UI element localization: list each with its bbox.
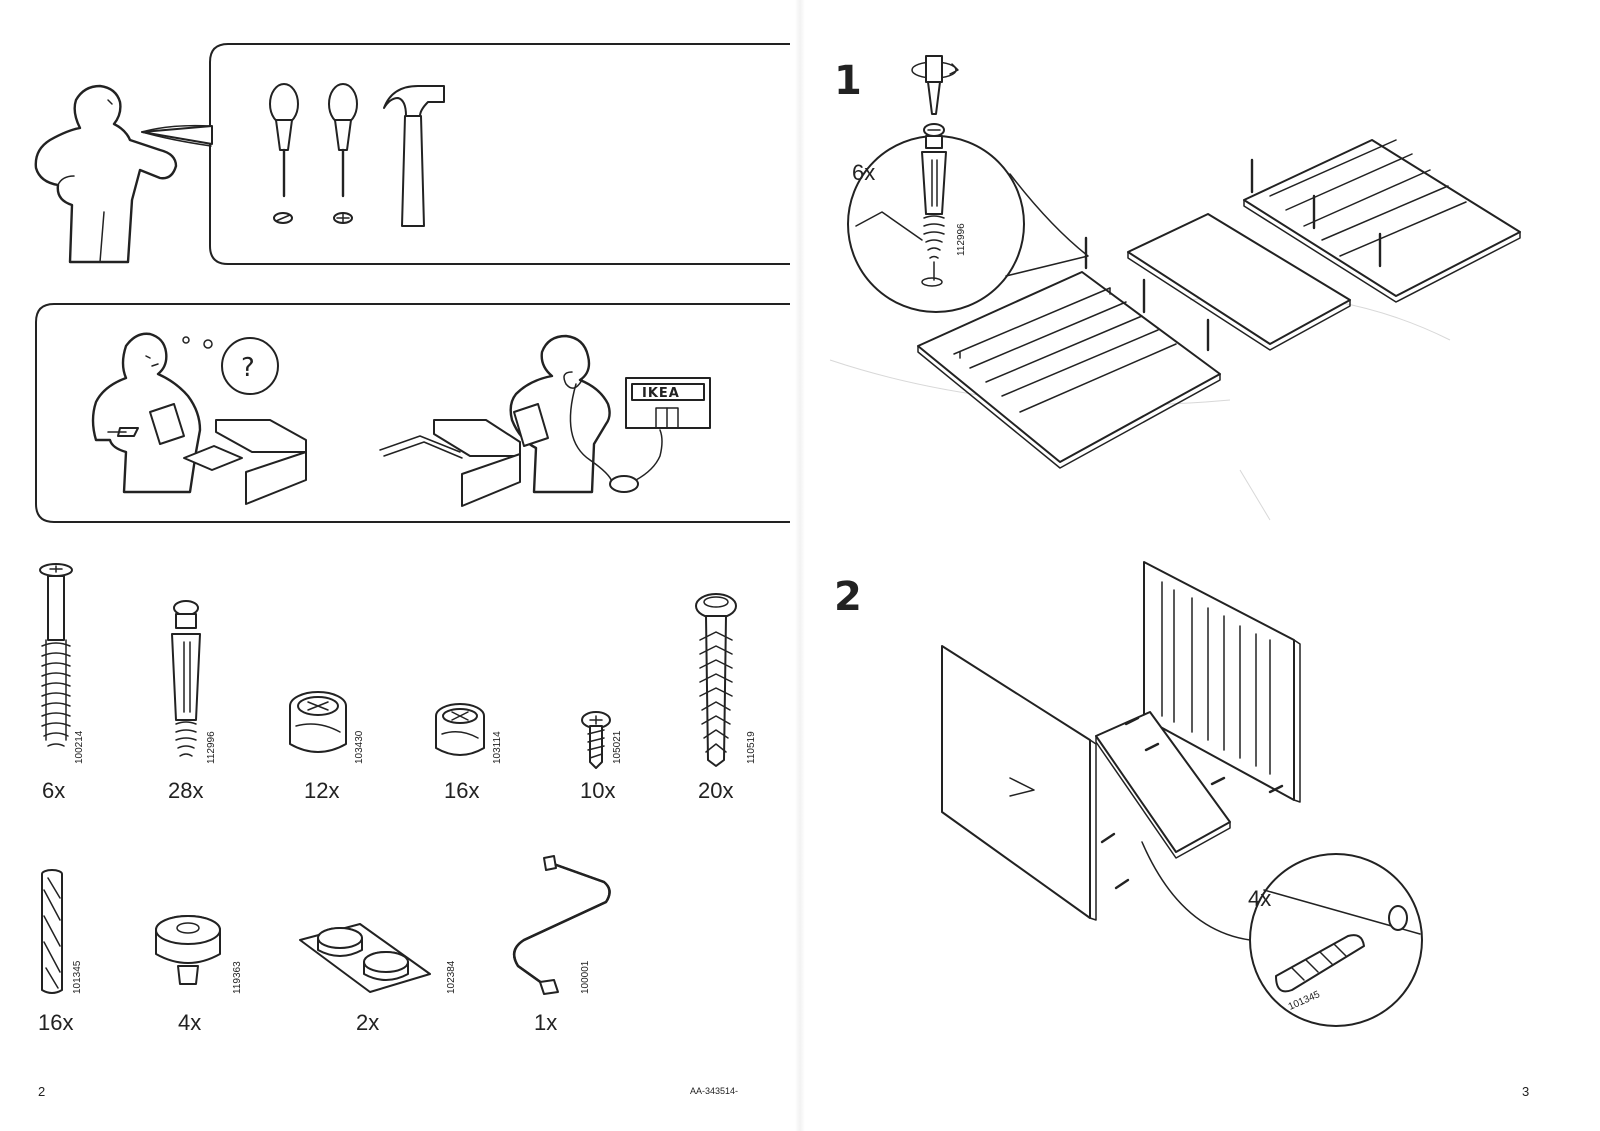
- right-page: 1 6x 112996: [810, 0, 1600, 1131]
- part-9-qty: 2x: [356, 1010, 379, 1035]
- step-2-qty: 4x: [1248, 886, 1271, 911]
- phillips-screwdriver-icon: [328, 83, 358, 224]
- part-1-qty: 6x: [42, 778, 65, 803]
- part-allen-key: [512, 855, 611, 995]
- part-3-article: 103430: [354, 730, 365, 764]
- part-10-qty: 1x: [534, 1010, 557, 1035]
- left-page-number: 2: [38, 1084, 45, 1099]
- part-3-qty: 12x: [304, 778, 339, 803]
- part-small-cam-lock: [435, 703, 485, 756]
- wrong-assembly-boards: [183, 419, 307, 505]
- step-1-screwdriver-icon: [911, 55, 959, 115]
- step-2-back-panel: [1143, 561, 1301, 803]
- step-1-qty: 6x: [852, 160, 875, 185]
- step-1-panel-front: [917, 271, 1221, 469]
- left-page-illustrations: ? IKEA: [34, 43, 790, 1099]
- tools-panel: [141, 43, 790, 265]
- flat-screwdriver-icon: [269, 83, 299, 224]
- confused-man-figure: ?: [91, 332, 279, 494]
- part-expansion-dowel: [171, 600, 201, 757]
- step-1-article: 112996: [956, 223, 967, 256]
- right-page-number: 3: [1522, 1084, 1529, 1099]
- store-sign-text: IKEA: [642, 386, 680, 401]
- assembly-man-figure: [34, 84, 178, 264]
- step-1-panel-middle: [1127, 213, 1351, 351]
- part-6-qty: 20x: [698, 778, 733, 803]
- part-2-article: 112996: [206, 731, 217, 764]
- part-short-screw: [581, 711, 611, 769]
- ikea-store-icon: IKEA: [625, 377, 711, 429]
- question-mark: ?: [241, 353, 255, 383]
- part-wooden-dowel: [41, 869, 63, 994]
- part-6-article: 110519: [746, 731, 757, 764]
- part-2-qty: 28x: [168, 778, 203, 803]
- part-cam-lock: [289, 691, 347, 753]
- part-7-qty: 16x: [38, 1010, 73, 1035]
- part-furniture-foot: [155, 915, 221, 985]
- step-2-left-side-panel: [941, 645, 1097, 921]
- part-10-article: 100001: [580, 960, 591, 994]
- step-2-number: 2: [834, 574, 862, 620]
- part-8-qty: 4x: [178, 1010, 201, 1035]
- correct-assembly-boards: [379, 419, 521, 507]
- document-id: AA-343514-: [690, 1086, 738, 1096]
- part-bumper-pads: [299, 923, 431, 993]
- hammer-icon: [383, 85, 445, 227]
- part-cam-bolt: [39, 563, 73, 747]
- part-4-qty: 16x: [444, 778, 479, 803]
- part-4-article: 103114: [492, 731, 503, 764]
- step-1-panel-back: [1243, 139, 1521, 303]
- left-page: ? IKEA: [0, 0, 790, 1131]
- part-plastic-anchor: [695, 593, 737, 767]
- step-1-number: 1: [834, 58, 862, 104]
- part-9-article: 102384: [446, 960, 457, 994]
- part-7-article: 101345: [72, 960, 83, 994]
- right-page-illustrations: 1 6x 112996: [829, 55, 1529, 1099]
- part-5-qty: 10x: [580, 778, 615, 803]
- step-2-dowel-markers: [1100, 716, 1284, 890]
- phone-man-figure: [509, 334, 663, 494]
- spread-gutter: [795, 0, 805, 1131]
- part-5-article: 105021: [612, 730, 623, 764]
- step-2-detail-callout: [1141, 841, 1423, 1027]
- step-1-dowel-markers: [1084, 158, 1382, 352]
- part-1-article: 100214: [74, 730, 85, 764]
- step-1-dowel-icon: [921, 123, 947, 281]
- part-8-article: 119363: [232, 961, 243, 994]
